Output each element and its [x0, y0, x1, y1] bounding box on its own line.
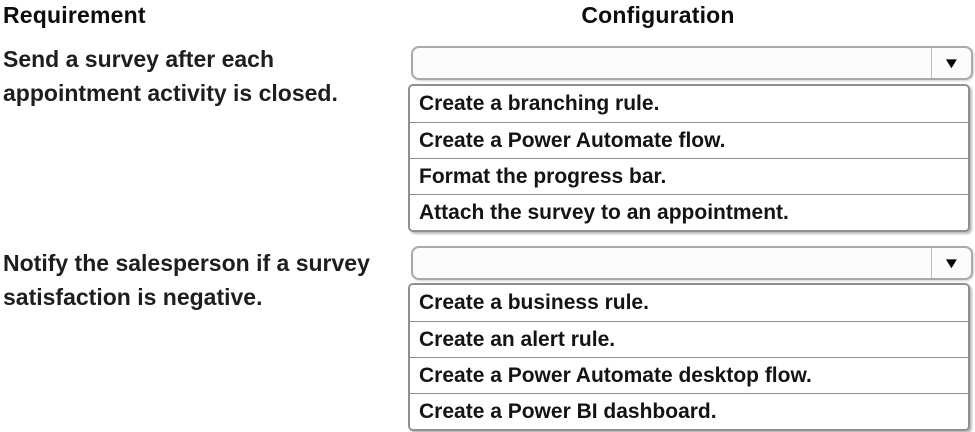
requirement-column-header: Requirement: [3, 2, 146, 28]
configuration-options-list-1: Create a branching rule. Create a Power …: [408, 84, 970, 232]
configuration-options-list-2: Create a business rule. Create an alert …: [408, 283, 970, 431]
configuration-column-header: Configuration: [581, 2, 735, 28]
dropdown-option[interactable]: Attach the survey to an appointment.: [410, 194, 968, 230]
configuration-dropdown-2-value: [423, 248, 925, 278]
configuration-dropdown-1-value: [423, 48, 925, 78]
configuration-dropdown-1-arrow-button[interactable]: ▼: [931, 48, 971, 78]
dropdown-option[interactable]: Create a business rule.: [410, 285, 968, 321]
configuration-dropdown-2[interactable]: ▼: [411, 246, 973, 280]
dropdown-option[interactable]: Create a Power BI dashboard.: [410, 393, 968, 429]
dropdown-option[interactable]: Create a Power Automate flow.: [410, 122, 968, 158]
dropdown-option[interactable]: Format the progress bar.: [410, 158, 968, 194]
configuration-dropdown-1[interactable]: ▼: [411, 46, 973, 80]
dropdown-option[interactable]: Create a Power Automate desktop flow.: [410, 357, 968, 393]
dropdown-option[interactable]: Create a branching rule.: [410, 86, 968, 122]
dropdown-option[interactable]: Create an alert rule.: [410, 321, 968, 357]
chevron-down-icon: ▼: [942, 54, 961, 72]
configuration-dropdown-2-arrow-button[interactable]: ▼: [931, 248, 971, 278]
chevron-down-icon: ▼: [942, 254, 961, 272]
requirement-text-2: Notify the salesperson if a survey satis…: [3, 250, 370, 310]
requirement-text-1: Send a survey after each appointment act…: [3, 46, 338, 106]
